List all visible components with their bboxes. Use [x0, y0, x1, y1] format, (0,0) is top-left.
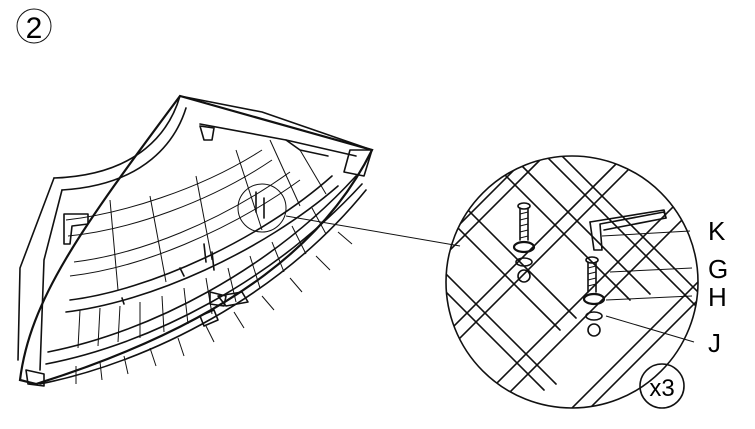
leader-k: [601, 230, 691, 237]
leader-h: [605, 295, 693, 301]
bolt-assembly-left: [512, 202, 536, 283]
quantity-badge: x3: [639, 363, 685, 409]
allen-key-drawing: [589, 209, 667, 251]
bolt-assembly-right: [582, 256, 606, 337]
step-badge: 2: [16, 8, 52, 45]
quantity-label: x3: [649, 375, 674, 402]
part-label-g: G: [708, 254, 728, 284]
part-label-h: H: [708, 282, 727, 312]
step-number: 2: [26, 12, 43, 45]
part-label-j: J: [708, 328, 721, 358]
leader-j: [605, 315, 695, 343]
sofa-frame-illustration: [17, 94, 374, 387]
callout-leader: [285, 215, 461, 247]
part-label-k: K: [708, 216, 726, 246]
detail-view: x3: [445, 155, 699, 409]
leader-g: [609, 267, 693, 273]
